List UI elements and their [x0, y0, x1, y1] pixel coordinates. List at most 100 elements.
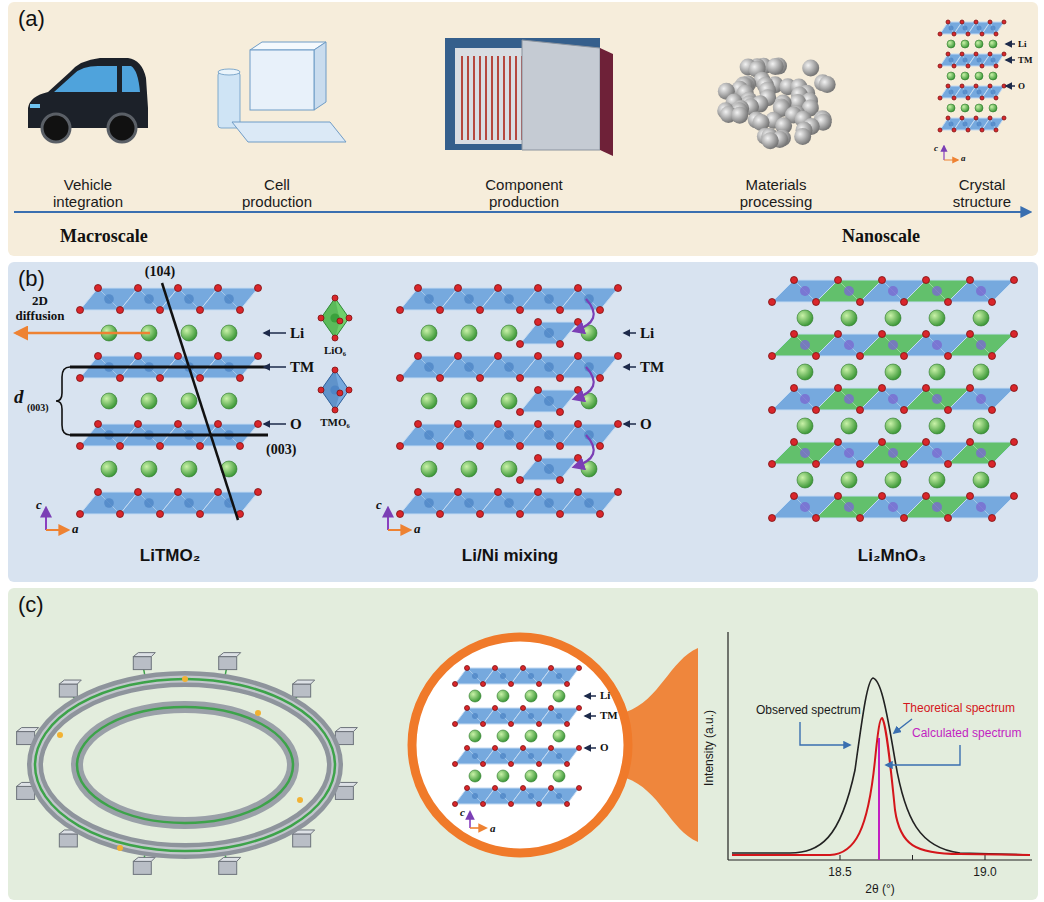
stage-caption: Component production	[474, 176, 574, 211]
oxygen-atom	[175, 421, 182, 428]
atom-label: O	[1018, 81, 1025, 91]
octahedron	[560, 288, 618, 310]
oxygen-atom	[455, 489, 462, 496]
metal-ion	[844, 394, 854, 404]
oxygen-atom	[835, 331, 842, 338]
metal-ion	[544, 328, 554, 338]
oxygen-atom	[157, 307, 164, 314]
oxygen-atom	[493, 706, 498, 711]
magnet-marker	[117, 845, 123, 851]
beamline-station	[219, 657, 237, 670]
lithium-atom	[421, 393, 437, 409]
electrode-stripe	[491, 56, 493, 140]
oxygen-atom	[517, 375, 524, 382]
theoretical-curve	[732, 718, 1030, 855]
lithium-atom	[221, 325, 237, 341]
oxygen-atom	[615, 353, 622, 360]
oxygen-atom	[575, 387, 582, 394]
oxygen-atom	[577, 706, 582, 711]
lithium-atom	[973, 472, 989, 488]
axis-tick	[840, 855, 841, 860]
oxygen-atom	[117, 511, 124, 518]
oxygen-atom	[517, 443, 524, 450]
oxygen-atom	[557, 341, 564, 348]
octahedron-edge	[458, 356, 480, 378]
oxygen-atom	[901, 461, 908, 468]
lithium-atom	[221, 393, 237, 409]
oxygen-atom	[988, 116, 992, 120]
oxygen-atom	[980, 96, 984, 100]
oxygen-atom	[994, 96, 998, 100]
oxygen-atom	[535, 353, 542, 360]
octahedron	[560, 492, 618, 514]
oxygen-atom	[535, 387, 542, 394]
lithium-atom	[501, 461, 517, 477]
axis-label: a	[72, 522, 79, 537]
oxygen-atom	[857, 353, 864, 360]
metal-ion	[949, 26, 954, 31]
octahedron-edge	[495, 708, 511, 724]
lithium-atom	[421, 325, 437, 341]
plane-line	[70, 434, 268, 437]
oxygen-atom	[938, 32, 942, 36]
oxygen-atom	[974, 52, 978, 56]
lithium-atom	[975, 72, 983, 80]
stage-caption: Materials processing	[726, 176, 826, 211]
octahedron-edge	[498, 288, 520, 310]
oxygen-atom	[397, 307, 404, 314]
octahedron-edge	[578, 288, 600, 310]
oxygen-atom	[989, 407, 996, 414]
beamline-station	[293, 834, 311, 847]
oxygen-atom	[332, 295, 338, 301]
oxygen-atom	[945, 407, 952, 414]
oxygen-atom	[879, 331, 886, 338]
oxygen-atom	[945, 299, 952, 306]
octahedron-edge	[794, 388, 816, 410]
metal-ion	[932, 394, 942, 404]
series-label: Calculated spectrum	[912, 727, 1021, 741]
oxygen-atom	[332, 407, 338, 413]
metal-ion	[556, 793, 562, 799]
octahedron-edge	[418, 424, 440, 446]
oxygen-atom	[346, 315, 352, 321]
oxygen-atom	[493, 786, 498, 791]
particle	[802, 59, 819, 76]
metal-ion	[888, 502, 898, 512]
c-axis-arrow	[469, 812, 471, 828]
oxygen-atom	[857, 461, 864, 468]
oxygen-atom	[453, 722, 458, 727]
oxygen-atom	[988, 52, 992, 56]
oxygen-atom	[980, 32, 984, 36]
beamline-station	[293, 684, 311, 697]
oxygen-atom	[945, 515, 952, 522]
metal-ion	[976, 340, 986, 350]
oxygen-atom	[946, 84, 950, 88]
lithium-atom	[497, 770, 509, 782]
stage-caption: Vehicle integration	[38, 176, 138, 211]
oxygen-atom	[1002, 52, 1006, 56]
calculated-line	[878, 738, 880, 860]
oxygen-atom	[455, 421, 462, 428]
metal-ion	[104, 294, 114, 304]
oxygen-atom	[938, 128, 942, 132]
zoom-cone	[626, 648, 698, 842]
oxygen-atom	[318, 387, 324, 393]
lithium-atom	[461, 461, 477, 477]
octahedron	[948, 334, 1014, 356]
metal-ion	[144, 498, 154, 508]
oxygen-atom	[495, 489, 502, 496]
octahedron-edge	[538, 492, 560, 514]
oxygen-atom	[517, 511, 524, 518]
octahedron-edge	[538, 458, 560, 480]
lithium-atom	[947, 104, 955, 112]
metal-ion	[963, 122, 968, 127]
figure-panel: (c)	[8, 588, 1038, 900]
atom-label: Li	[640, 325, 654, 342]
metal-ion	[424, 294, 434, 304]
oxygen-atom	[437, 443, 444, 450]
oxygen-atom	[988, 20, 992, 24]
car-window	[122, 66, 140, 92]
prismatic-cell-top	[250, 42, 326, 50]
oxygen-atom	[769, 515, 776, 522]
oxygen-atom	[437, 375, 444, 382]
